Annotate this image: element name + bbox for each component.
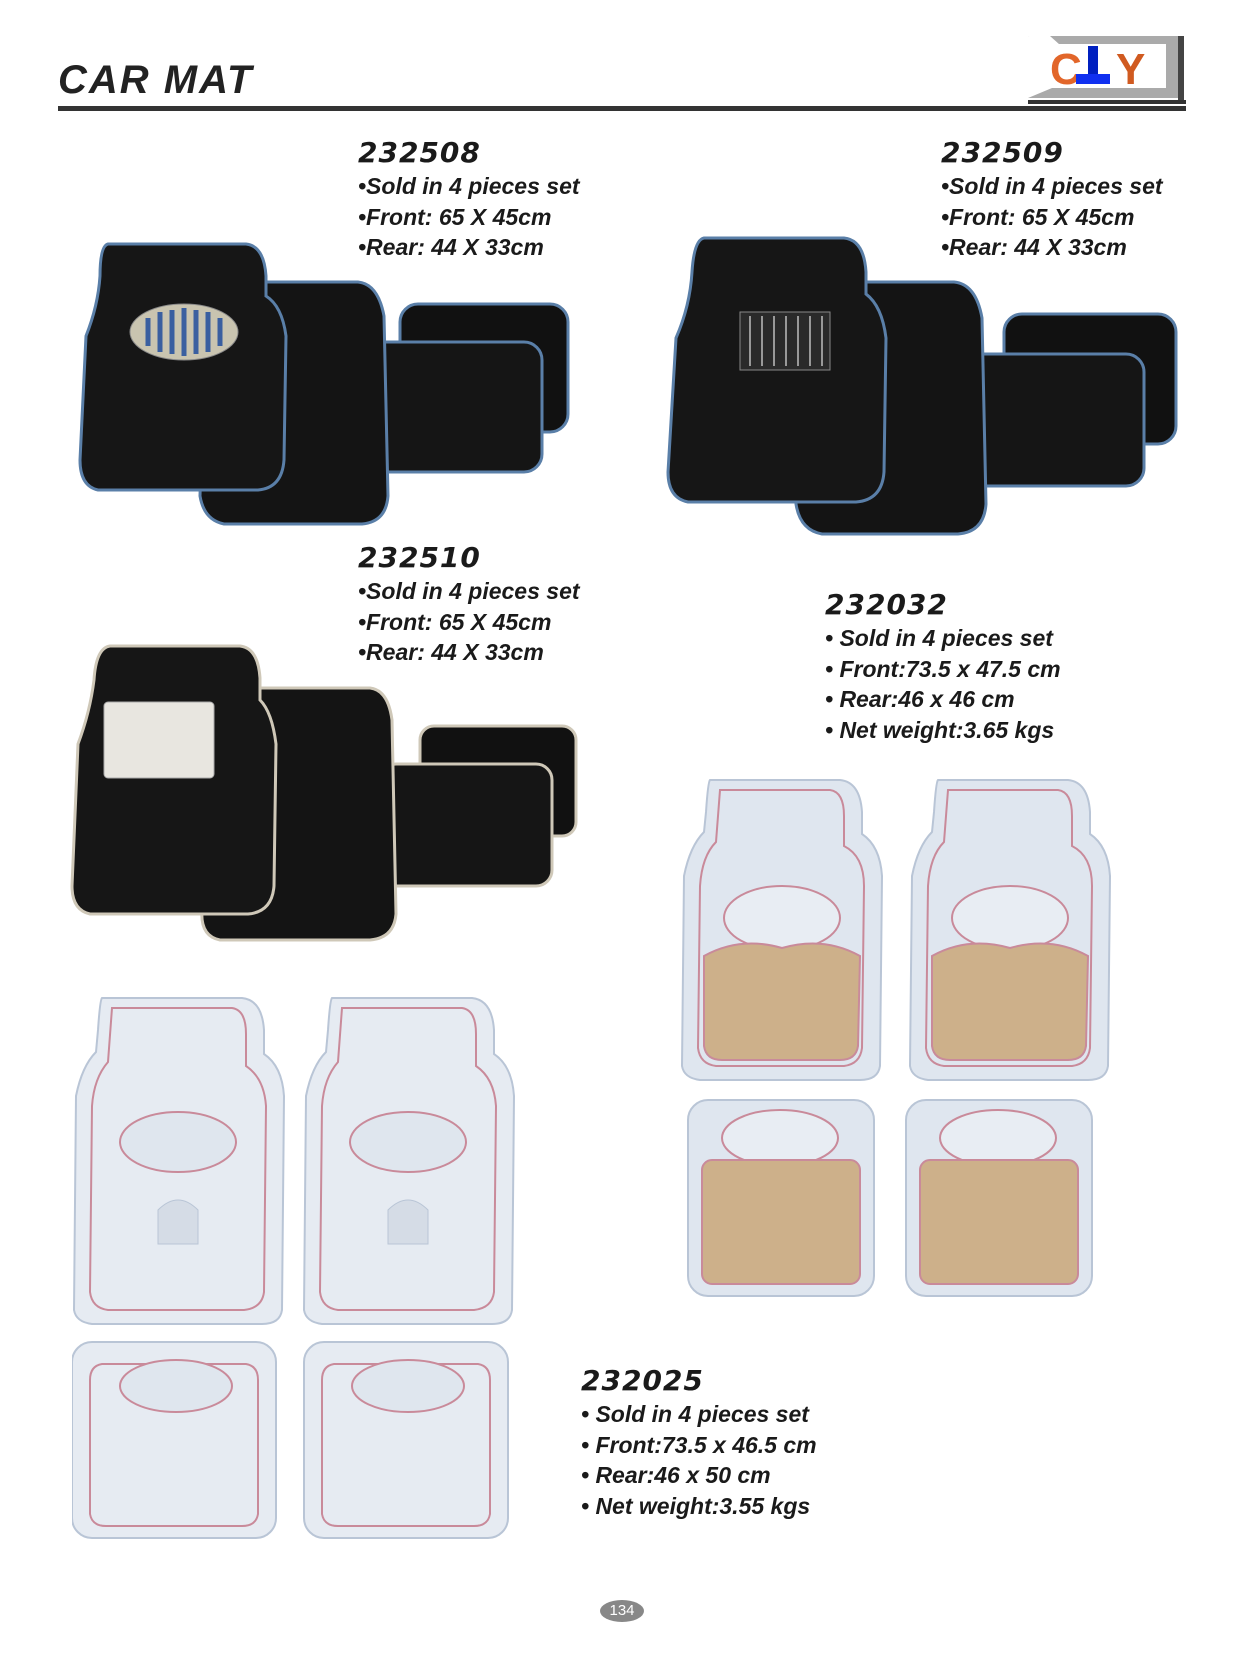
- spec-line: • Net weight:3.65 kgs: [825, 716, 1055, 743]
- spec-line: •Front: 65 X 45cm: [358, 203, 552, 230]
- spec-line: • Rear:46 x 50 cm: [581, 1462, 771, 1488]
- spec-line: •Rear: 44 X 33cm: [941, 234, 1127, 260]
- product-image-232025: [72, 997, 515, 1539]
- spec-line: •Sold in 4 pieces set: [358, 173, 580, 199]
- spec-line: • Rear:46 x 46 cm: [825, 686, 1015, 712]
- page-number: 134: [600, 1600, 644, 1622]
- spec-line: •Sold in 4 pieces set: [358, 578, 580, 604]
- spec-line: •Sold in 4 pieces set: [941, 173, 1163, 199]
- product-232032: 232032 • Sold in 4 pieces set • Front:73…: [825, 588, 1061, 745]
- product-image-232509: [666, 236, 1178, 536]
- spec-line: •Rear: 44 X 33cm: [358, 234, 544, 260]
- spec-line: • Sold in 4 pieces set: [825, 625, 1053, 651]
- spec-line: • Front:73.5 x 46.5 cm: [581, 1431, 817, 1458]
- product-code: 232510: [358, 541, 481, 574]
- product-code: 232032: [825, 588, 948, 621]
- product-image-232032: [680, 779, 1111, 1297]
- product-232025: 232025 • Sold in 4 pieces set • Front:73…: [581, 1364, 817, 1521]
- spec-line: • Net weight:3.55 kgs: [581, 1492, 811, 1519]
- product-code: 232508: [358, 136, 481, 169]
- page-title: CAR MAT: [58, 58, 254, 102]
- spec-line: • Sold in 4 pieces set: [581, 1401, 809, 1427]
- brand-logo: C Y: [1028, 36, 1186, 104]
- product-image-232508: [78, 242, 570, 526]
- product-232508: 232508 •Sold in 4 pieces set •Front: 65 …: [358, 136, 580, 263]
- product-code: 232025: [581, 1364, 704, 1397]
- product-232510: 232510 •Sold in 4 pieces set •Front: 65 …: [358, 541, 580, 668]
- spec-line: •Rear: 44 X 33cm: [358, 639, 544, 665]
- spec-line: • Front:73.5 x 47.5 cm: [825, 655, 1061, 682]
- product-image-232510: [70, 644, 578, 942]
- header-rule: [58, 106, 1186, 111]
- product-232509: 232509 •Sold in 4 pieces set •Front: 65 …: [941, 136, 1163, 263]
- spec-line: •Front: 65 X 45cm: [358, 608, 552, 635]
- svg-text:C: C: [1050, 45, 1082, 94]
- product-code: 232509: [941, 136, 1064, 169]
- spec-line: •Front: 65 X 45cm: [941, 203, 1135, 230]
- svg-text:Y: Y: [1116, 45, 1145, 94]
